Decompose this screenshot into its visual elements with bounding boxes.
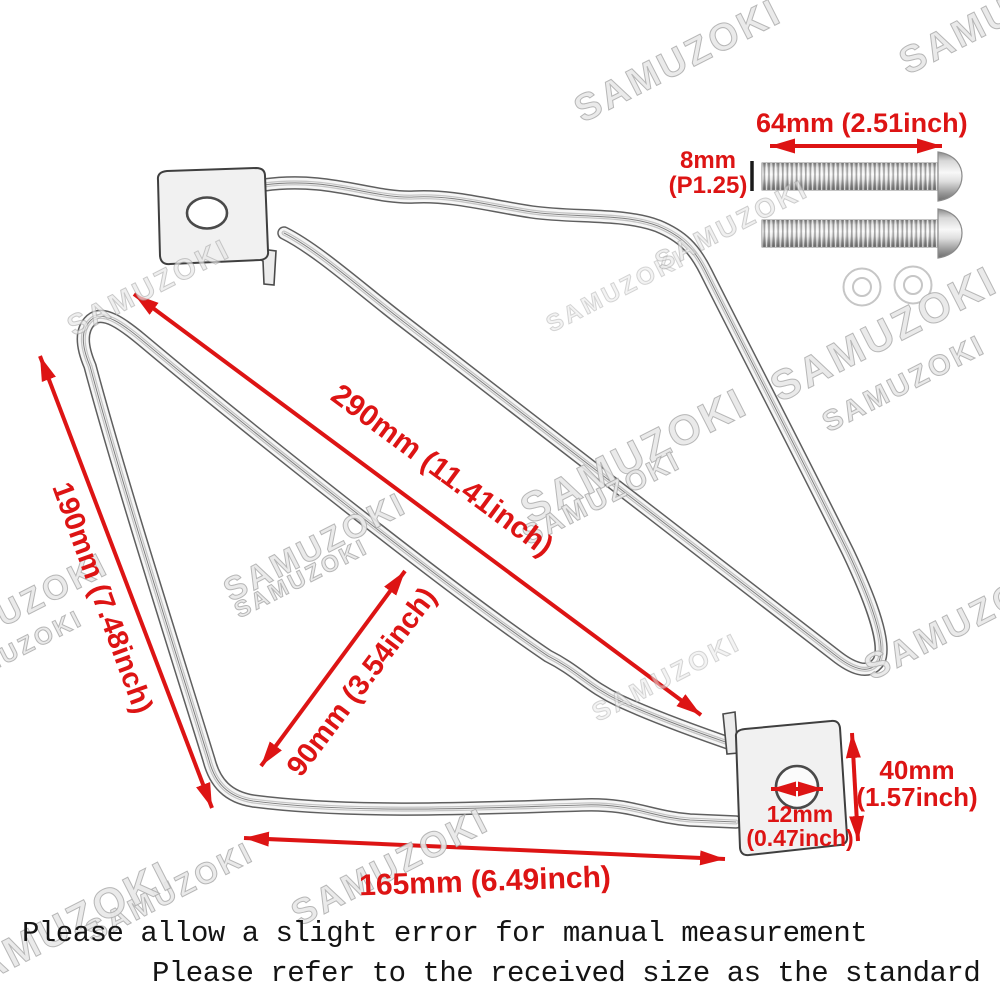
saddlebag-bracket-lower xyxy=(76,309,744,829)
bolt-head-2 xyxy=(937,208,963,259)
label-plate-height: 40mm (1.57inch) xyxy=(856,755,978,813)
note-received-size: Please refer to the received size as the… xyxy=(152,957,981,990)
washer-2 xyxy=(893,265,933,305)
washer-1 xyxy=(842,267,882,307)
label-bolt-length: 64mm (2.51inch) xyxy=(756,108,968,138)
dimension-arrow-inner-height xyxy=(259,569,407,768)
label-bolt-thread: 8mm (P1.25) xyxy=(664,147,752,199)
mounting-bolt-1 xyxy=(761,151,963,202)
dimension-arrow-plate-height xyxy=(845,732,865,842)
plate-hole-upper xyxy=(185,196,229,230)
mounting-plate-upper xyxy=(156,166,277,286)
dimension-arrow-long-side xyxy=(132,292,703,717)
note-measurement-error: Please allow a slight error for manual m… xyxy=(22,917,868,950)
mounting-bolt-2 xyxy=(761,208,963,259)
dimension-arrow-bottom-side xyxy=(243,831,726,866)
dimension-arrow-left-side xyxy=(38,355,214,809)
label-bolt-thread-size: 8mm xyxy=(679,147,737,174)
label-hole-diameter: 12mm (0.47inch) xyxy=(746,801,854,851)
bolt-head-1 xyxy=(937,151,963,202)
label-bolt-thread-pitch: (P1.25) xyxy=(668,171,748,199)
